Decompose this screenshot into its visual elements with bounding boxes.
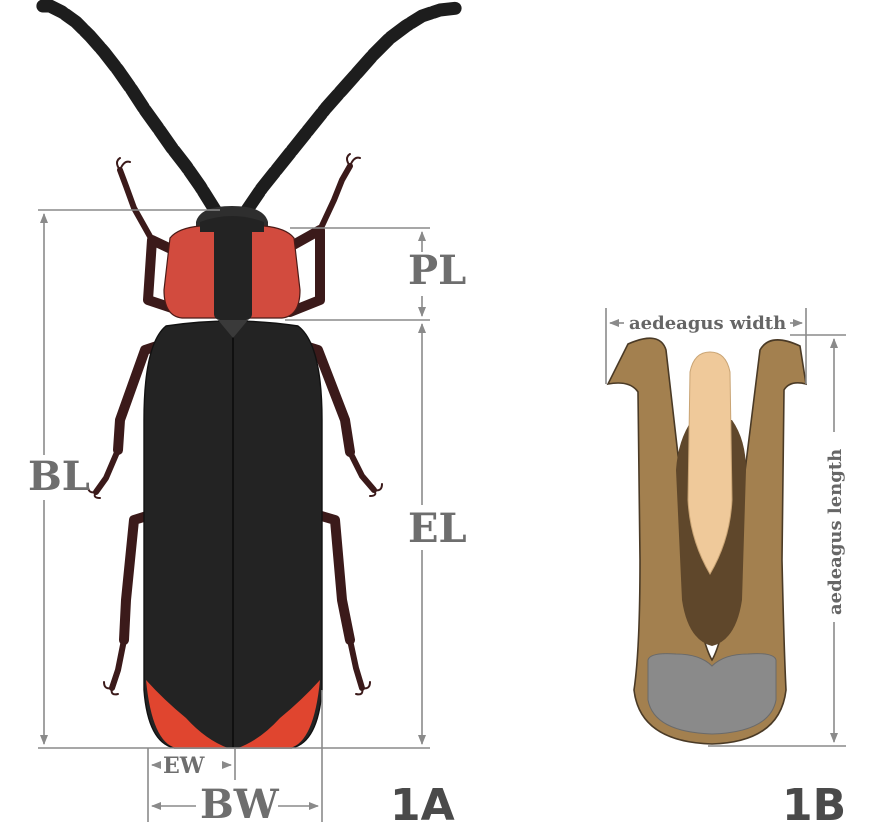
- label-bw: BW: [200, 781, 280, 828]
- elytra: [144, 320, 322, 748]
- antennae: [42, 6, 458, 210]
- label-aedeagus-width: aedeagus width: [629, 313, 786, 334]
- label-pl: PL: [408, 247, 466, 294]
- label-el: EL: [408, 505, 467, 552]
- panel-label-1b: 1B: [782, 780, 846, 831]
- panel-label-1a: 1A: [390, 780, 455, 831]
- label-ew: EW: [163, 753, 205, 779]
- label-aedeagus-length: aedeagus length: [825, 449, 846, 615]
- label-bl: BL: [28, 453, 90, 500]
- aedeagus-illustration: [608, 338, 806, 744]
- pronotum: [164, 216, 300, 320]
- beetle-illustration: [42, 6, 458, 748]
